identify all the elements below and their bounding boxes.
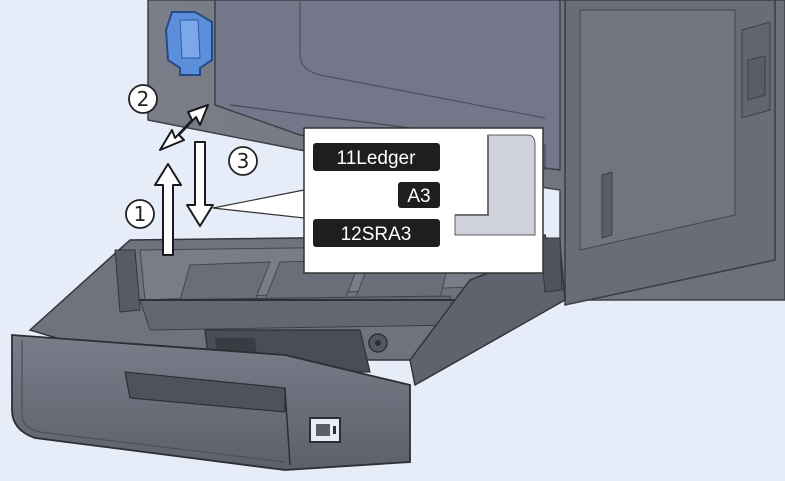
size-label-sra3-text: 12SRA3 [341, 224, 412, 245]
size-label-ledger: 11Ledger [313, 143, 440, 171]
size-label-sra3: 12SRA3 [313, 219, 440, 247]
arrow-diagonal-icon [159, 104, 209, 151]
step-1-number: 1 [134, 202, 147, 226]
paper-length-guide-clip-icon [164, 11, 213, 76]
size-label-a3-text: A3 [407, 186, 430, 207]
paper-size-callout: 11Ledger A3 12SRA3 [303, 127, 544, 274]
step-labels: 1 2 3 [125, 84, 258, 229]
step-2-number: 2 [137, 87, 150, 111]
step-3-number: 3 [237, 149, 250, 173]
callout-pointer [212, 189, 305, 219]
step-1-marker [125, 199, 155, 229]
step-3-marker [228, 146, 258, 176]
size-label-ledger-text: 11Ledger [337, 148, 417, 169]
arrow-down-icon [186, 141, 214, 227]
step-2-marker [128, 84, 158, 114]
size-label-a3: A3 [398, 182, 440, 208]
arrow-up-icon [154, 163, 182, 256]
movement-arrows [154, 104, 214, 256]
size-indicator-window [309, 417, 341, 443]
